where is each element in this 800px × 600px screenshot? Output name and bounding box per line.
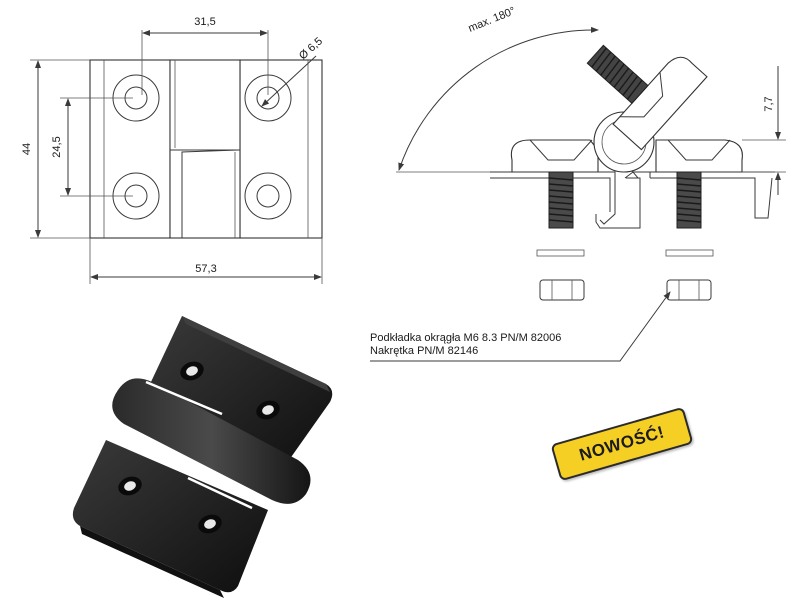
dim-angle-value: max. 180° xyxy=(467,5,518,35)
right-leaf-outline xyxy=(239,59,323,239)
side-left-leaf xyxy=(510,139,599,173)
washer-right xyxy=(665,249,714,257)
nut-left xyxy=(539,279,585,301)
nut-right xyxy=(666,279,712,301)
hinge-upper-leaf xyxy=(147,316,333,470)
dim-left-outer: 44 xyxy=(21,59,90,239)
front-view: 31,5 Ø 6,5 44 24,5 57,3 xyxy=(21,16,325,284)
dim-height-value: 7,7 xyxy=(763,96,775,111)
parts-note-line2: Nakrętka PN/M 82146 xyxy=(370,345,479,357)
dim-top: 31,5 xyxy=(141,16,269,95)
parts-leader-line xyxy=(370,291,671,362)
dim-left-outer-value: 44 xyxy=(21,143,33,155)
dim-left-inner: 24,5 xyxy=(51,97,133,197)
parts-note: Podkładka okrągła M6 8.3 PN/M 82006 Nakr… xyxy=(370,332,561,358)
side-bolt-right xyxy=(676,171,702,229)
knuckle-outline xyxy=(169,59,241,239)
side-right-leaf xyxy=(655,139,743,173)
dim-hole-value: Ø 6,5 xyxy=(297,35,325,62)
hole-bottom-right xyxy=(244,172,292,220)
parts-note-line1: Podkładka okrągła M6 8.3 PN/M 82006 xyxy=(370,332,562,344)
dim-bottom: 57,3 xyxy=(89,238,323,284)
dim-top-value: 31,5 xyxy=(194,16,215,28)
dim-height: 7,7 xyxy=(742,66,786,195)
dim-left-inner-value: 24,5 xyxy=(51,136,63,157)
dim-bottom-value: 57,3 xyxy=(195,263,216,275)
side-view: max. 180° xyxy=(370,5,786,362)
hinge-lower-leaf xyxy=(72,440,268,593)
left-leaf-outline xyxy=(89,59,171,239)
side-rotated-leaf xyxy=(586,44,708,151)
hinge-3d-render xyxy=(72,316,333,598)
hinge-barrel xyxy=(112,378,311,504)
side-bolt-left xyxy=(548,171,574,229)
washer-left xyxy=(536,249,585,257)
